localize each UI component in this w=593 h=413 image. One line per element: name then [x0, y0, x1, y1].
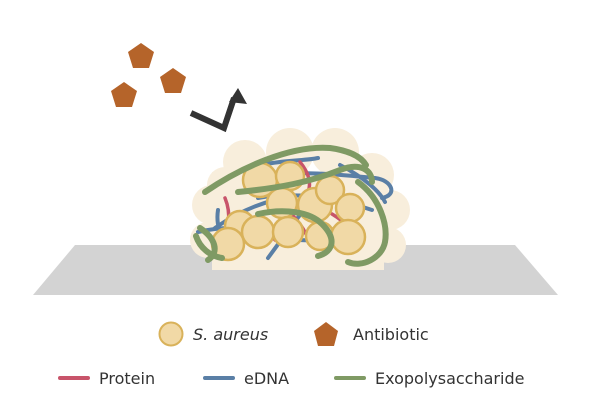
- legend-protein: Protein: [58, 369, 155, 388]
- s-aureus-cell: [240, 214, 276, 250]
- antibiotic-pentagon-icon: [128, 43, 154, 68]
- legend-label-protein: Protein: [99, 369, 155, 388]
- s-aureus-cell: [334, 192, 366, 224]
- exopolysaccharide-strands: [193, 144, 389, 267]
- antibiotic-pentagon-icon: [160, 68, 186, 93]
- legend-antibiotic: Antibiotic: [314, 322, 429, 346]
- antibiotic-swatch-icon: [314, 322, 338, 346]
- legend-exopolysaccharide: Exopolysaccharide: [334, 369, 524, 388]
- s-aureus-swatch-icon: [158, 321, 184, 347]
- legend-label-edna: eDNA: [244, 369, 289, 388]
- antibiotic-molecules: [111, 43, 186, 107]
- s-aureus-cell: [271, 215, 305, 249]
- s-aureus-cell: [329, 218, 367, 256]
- legend-label-s-aureus: S. aureus: [193, 325, 268, 344]
- legend-edna: eDNA: [203, 369, 289, 388]
- legend-label-antibiotic: Antibiotic: [353, 325, 429, 344]
- deflect-arrow-icon: [189, 88, 247, 133]
- antibiotic-pentagon-icon: [111, 82, 137, 107]
- legend-s-aureus: S. aureus: [158, 321, 268, 347]
- legend-label-exopolysaccharide: Exopolysaccharide: [375, 369, 524, 388]
